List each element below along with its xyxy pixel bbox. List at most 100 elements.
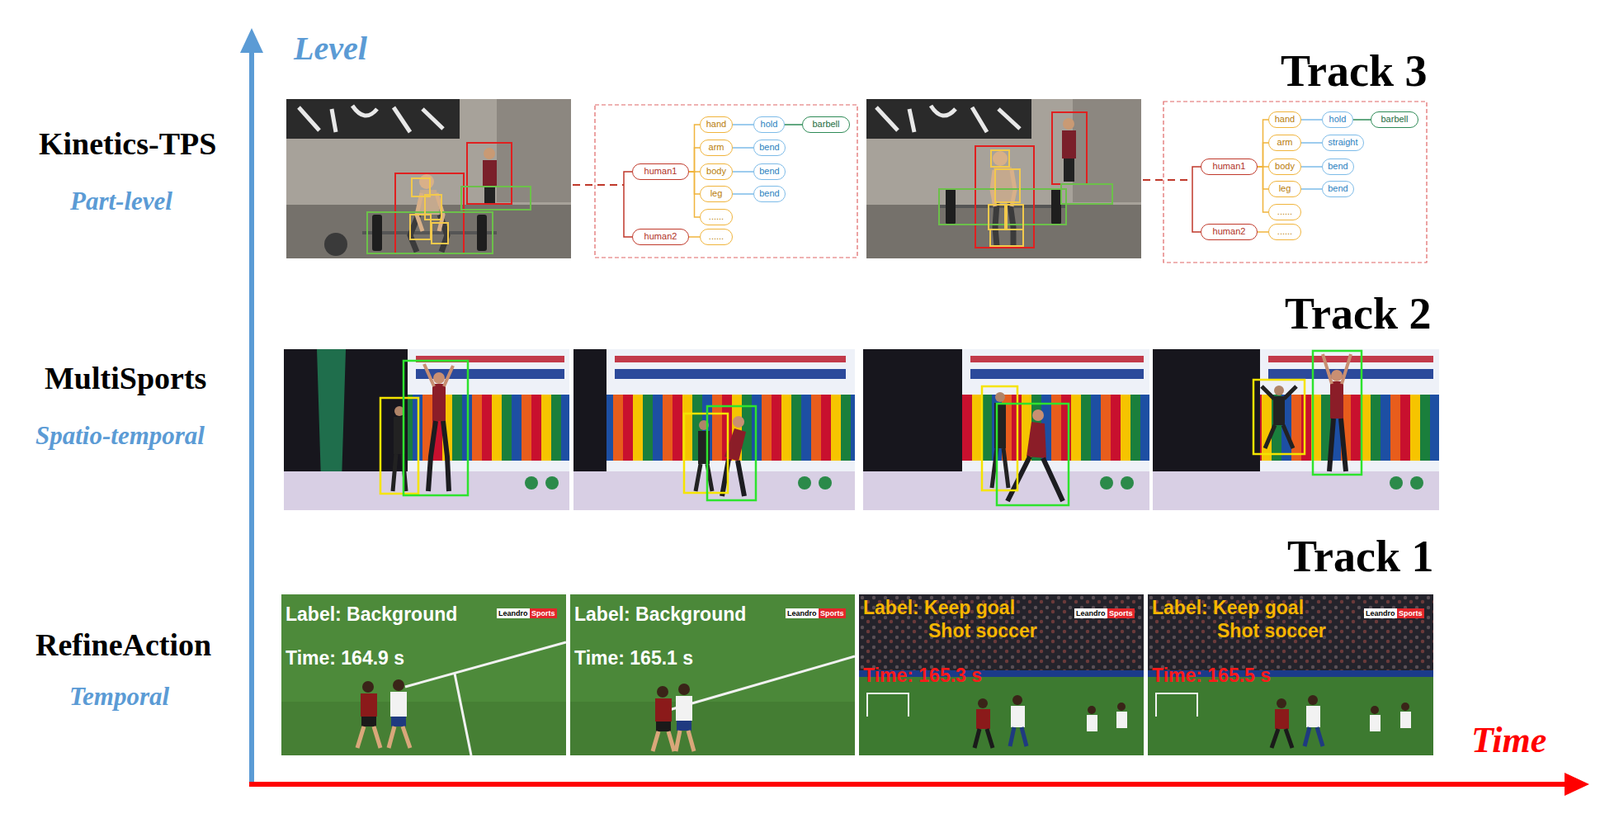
soccer-scene [858,594,1144,756]
stage-scene-part [1120,476,1134,490]
tree-node: barbell [1370,111,1419,128]
stage-scene-part [1410,476,1424,490]
stage-scene-part [818,476,832,490]
node-text: bend [1327,160,1348,171]
tree-node: body [1268,158,1302,175]
tree-node: bend [753,139,786,156]
track-title: Track 1 [1287,530,1434,582]
logo-text: Sports [1397,608,1425,619]
bounding-box-part [380,397,419,494]
soccer-scene-part [1156,693,1198,717]
stage-scene-part [1261,386,1297,449]
bounding-box-part [411,178,430,197]
tree-connector [689,147,700,172]
soccer-scene-part [391,716,406,727]
bounding-box [380,360,468,496]
logo-text: Sports [529,608,557,619]
gym-scene-part [362,231,497,235]
stage-scene-part [283,349,570,510]
bounding-box-part [988,204,1006,230]
gymnastics-photo [863,349,1150,510]
stage-scene-part [732,415,745,428]
stage-scene-part [1330,381,1344,419]
bounding-box-part [981,386,1018,491]
tree-connector [623,171,633,237]
tree-connector [732,123,754,126]
soccer-scene-part [678,683,690,695]
soccer-scene-part [1401,702,1410,711]
tree-node: leg [699,185,733,203]
track-title: Track 2 [1284,287,1431,340]
soccer-scene-part [1117,702,1126,711]
frame-time: Time: 165.5 s [1151,664,1271,686]
frame-time: Time: 165.3 s [863,664,982,686]
dataset-name: RefineAction [35,627,212,664]
node-text: human2 [644,231,678,241]
frame-label: Label: Keep goal [863,596,1015,619]
gym-scene [286,99,572,259]
stage-scene-part [1007,456,1063,501]
soccer-scene-part [281,594,567,756]
tree-connector [1301,165,1322,168]
tree-node: arm [699,139,733,156]
level-axis-part [240,28,264,53]
stage-scene-part [432,383,446,421]
bounding-box-part [424,194,442,220]
frame-label: Label: Background [285,603,458,625]
tree-connector [1257,231,1269,233]
tree-connector [1301,188,1322,190]
tree-connector [1301,118,1322,121]
tree-connector [732,146,754,149]
bounding-box [939,112,1113,248]
tree-connector [1257,119,1269,167]
time-axis-part [1564,772,1590,796]
dataset-name: Kinetics-TPS [38,126,217,163]
time-axis-part [249,781,1568,787]
bounding-box-part [684,413,728,493]
bounding-box-part [367,212,493,254]
stage-scene-part [1032,409,1044,421]
gymnastics-photo [1152,349,1440,510]
stage-scene-part [1273,396,1285,425]
tree-frame-part [1163,101,1427,263]
gym-scene-part [419,174,435,189]
soccer-scene-part [656,721,671,732]
bounding-box-part [991,150,1010,167]
gym-scene-part [866,204,1142,259]
node-text: body [1274,160,1295,171]
tree-node: ...... [1268,203,1302,221]
frame-label: Label: Keep goal [1151,596,1304,619]
gym-scene-part [866,99,1142,259]
stage-scene-part [424,363,454,387]
bounding-box-part [707,405,756,501]
soccer-scene-part [281,701,567,756]
node-text: barbell [811,118,840,129]
bounding-box-part [1061,184,1113,204]
bounding-box-part [1312,350,1362,475]
gym-scene-part [484,186,496,205]
soccer-scene-part [867,693,909,717]
node-text: hold [1329,113,1347,124]
node-text: ...... [1277,226,1293,236]
gym-scene [866,99,1142,259]
tree-connector [1353,118,1371,121]
gym-scene-part [1051,188,1062,225]
stage-scene-part [1389,476,1403,490]
soccer-scene-part [1276,698,1287,708]
tree-connector [1301,141,1322,144]
soccer-scene-part [570,701,855,756]
node-text: arm [708,141,725,152]
node-text: arm [1277,136,1294,147]
node-text: hand [1274,113,1295,124]
gym-scene-part [324,232,348,256]
bounding-box-part [996,403,1069,506]
stage-scene-part [797,476,812,490]
node-text: ...... [1277,206,1293,217]
tree-connector [689,235,700,238]
frame-label: Shot soccer [1217,619,1327,642]
node-text: human1 [1212,160,1247,171]
logo-text: Sports [1107,608,1135,619]
bounding-box [367,142,531,254]
stage-scene-part [995,391,1006,402]
